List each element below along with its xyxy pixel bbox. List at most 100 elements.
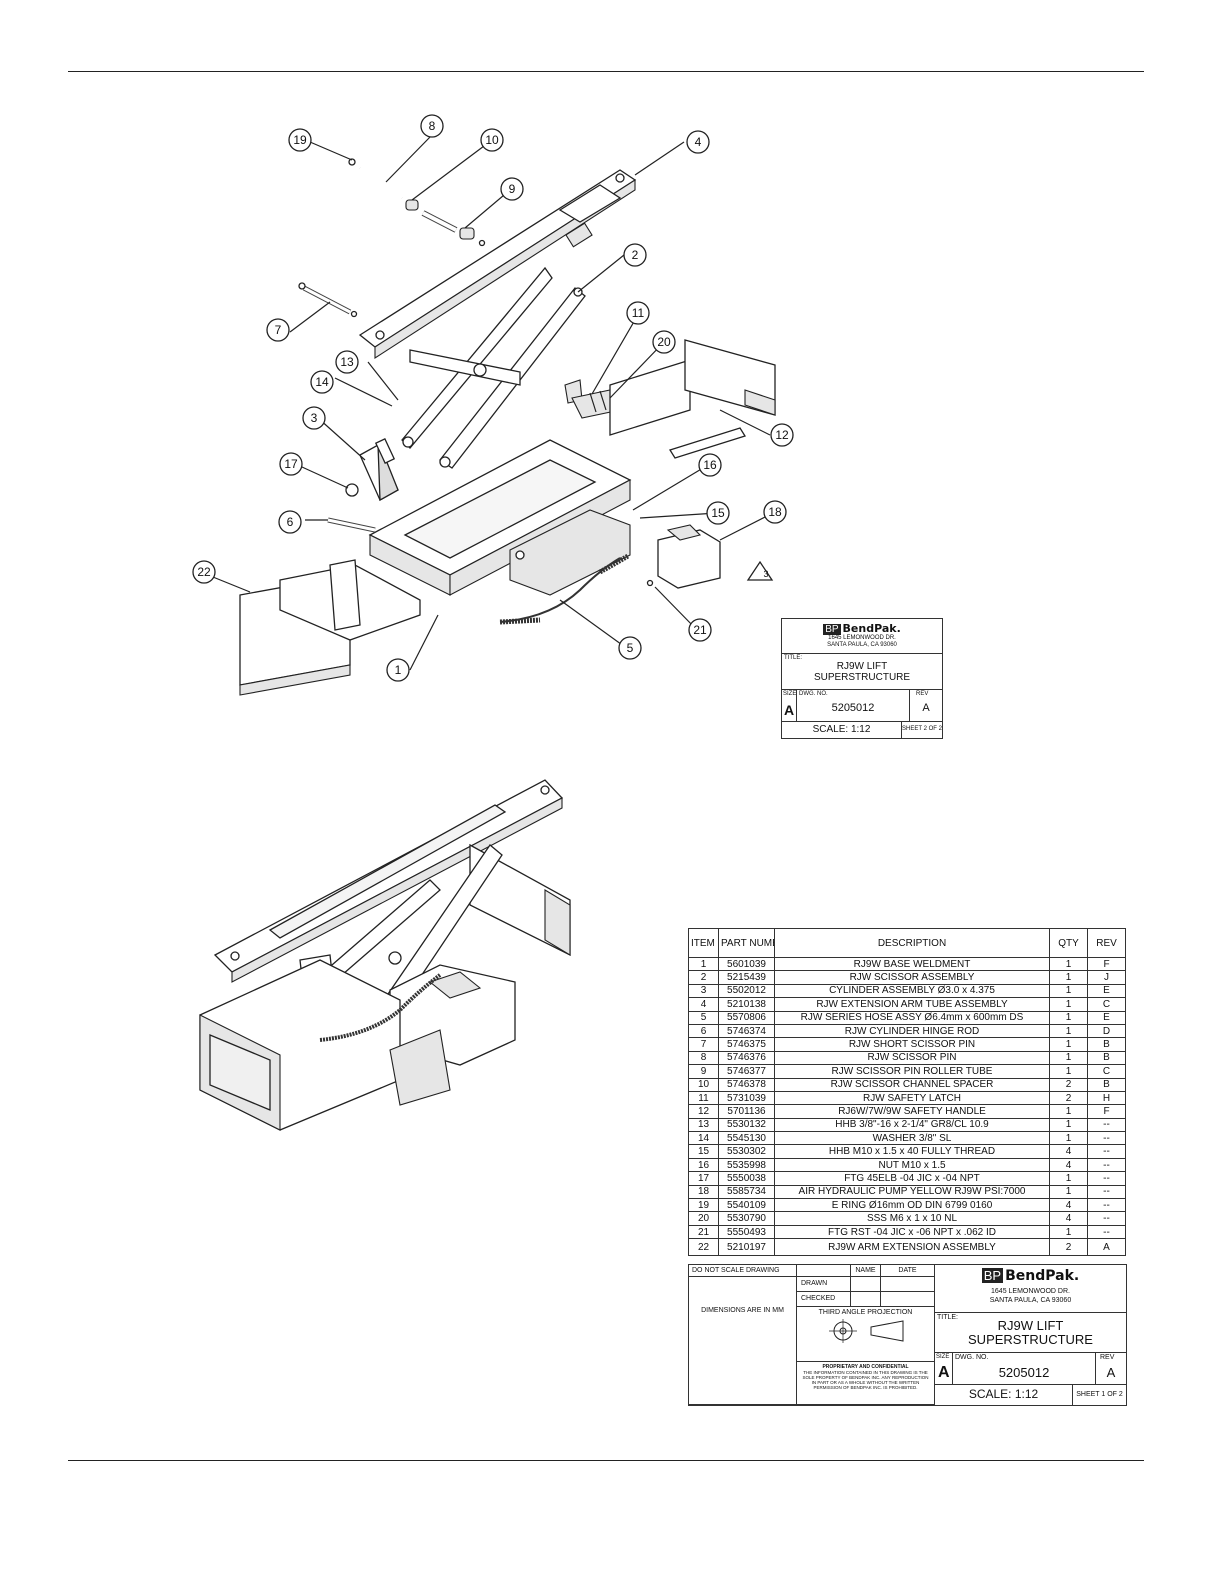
bubble-7: 7: [266, 318, 290, 342]
svg-text:6: 6: [287, 515, 294, 529]
bubble-14: 14: [310, 370, 334, 394]
note-triangle-label: 3: [763, 569, 768, 579]
drawing-rev: A: [922, 702, 930, 714]
bubble-16: 16: [698, 453, 722, 477]
bubble-21: 21: [688, 618, 712, 642]
assembled-base: [199, 959, 451, 1131]
svg-text:20: 20: [657, 335, 671, 349]
date-label: DATE: [881, 1265, 935, 1277]
bubble-2: 2: [623, 243, 647, 267]
svg-text:7: 7: [275, 323, 282, 337]
bubble-10: 10: [480, 128, 504, 152]
scissor-pins: [348, 158, 486, 247]
dimensions-note: DIMENSIONS ARE IN MM: [689, 1277, 797, 1405]
drawing-number-large: 5205012: [998, 1365, 1050, 1380]
drawing-number: 5205012: [831, 702, 875, 714]
bubble-3: 3: [302, 406, 326, 430]
svg-text:11: 11: [632, 306, 645, 320]
sheet-size-large: A: [938, 1364, 950, 1381]
drawing-scale-large: SCALE: 1:12: [935, 1385, 1073, 1405]
exploded-view-drawing: 19 8 10 4 9 2 7 11 20 1 3 14 3 12 17 16 1…: [192, 114, 794, 696]
footer-rule: [68, 1460, 1144, 1461]
svg-text:2: 2: [632, 248, 639, 262]
safety-handle: [609, 339, 776, 459]
title-block-sheet-1: DO NOT SCALE DRAWING NAME DATE DIMENSION…: [688, 1264, 1127, 1406]
name-label: NAME: [851, 1265, 881, 1277]
safety-latch: [571, 389, 621, 419]
cylinder-hinge-rod: [327, 517, 376, 533]
svg-text:10: 10: [485, 133, 499, 147]
drawing-title-large-line2: SUPERSTRUCTURE: [968, 1332, 1093, 1347]
do-not-scale-note: DO NOT SCALE DRAWING: [689, 1265, 797, 1277]
svg-text:21: 21: [693, 623, 707, 637]
bubble-20: 20: [652, 330, 676, 354]
bom-header-row: ITEM NO PART NUMBER DESCRIPTION QTY REV: [688, 928, 1126, 958]
drawing-title-line2: SUPERSTRUCTURE: [813, 672, 911, 683]
svg-text:14: 14: [315, 375, 329, 389]
bubble-6: 6: [278, 510, 302, 534]
bubble-18: 18: [763, 500, 787, 524]
drawing-title-line1: RJ9W LIFT: [836, 661, 888, 672]
bubble-4: 4: [686, 130, 710, 154]
base-weldment: [368, 439, 632, 596]
bill-of-materials: ITEM NO PART NUMBER DESCRIPTION QTY REV …: [688, 928, 1126, 1257]
leader-lines: [207, 134, 774, 671]
svg-text:8: 8: [429, 119, 436, 133]
sheet-number: SHEET 2 OF 2: [902, 726, 942, 732]
bubble-9: 9: [500, 177, 524, 201]
projection-block: THIRD ANGLE PROJECTION: [797, 1307, 935, 1362]
svg-text:12: 12: [775, 428, 789, 442]
svg-text:22: 22: [197, 565, 211, 579]
svg-text:16: 16: [703, 458, 717, 472]
assembled-extension-arm: [213, 779, 564, 983]
svg-text:1: 1: [395, 663, 402, 677]
air-hydraulic-pump: [646, 524, 774, 589]
drawn-label: DRAWN: [797, 1277, 851, 1292]
svg-text:15: 15: [711, 506, 725, 520]
extension-arm-tube: [358, 169, 637, 360]
svg-text:18: 18: [768, 505, 782, 519]
cylinder-assembly: [345, 438, 399, 502]
svg-text:3: 3: [311, 411, 318, 425]
header-rule: [68, 71, 1144, 72]
bubble-15: 15: [706, 501, 730, 525]
drawing-scale: SCALE: 1:12: [782, 722, 902, 738]
drawing-title-large-line1: RJ9W LIFT: [997, 1318, 1064, 1333]
svg-text:17: 17: [284, 457, 298, 471]
arm-extension-assembly: [239, 559, 421, 696]
assembled-view-drawing: [199, 779, 571, 1131]
bom-header-qty: QTY: [1049, 928, 1088, 958]
hose-assembly: [499, 553, 630, 625]
bubble-1: 1: [386, 658, 410, 682]
bubble-22: 22: [192, 560, 216, 584]
bubble-19: 19: [288, 128, 312, 152]
bom-header-part: PART NUMBER: [718, 928, 775, 958]
svg-text:5: 5: [627, 641, 634, 655]
checked-label: CHECKED: [797, 1292, 851, 1307]
third-angle-projection-icon: [828, 1319, 903, 1343]
bubble-8: 8: [420, 114, 444, 138]
projection-label: THIRD ANGLE PROJECTION: [818, 1309, 913, 1316]
bubble-17: 17: [279, 452, 303, 476]
